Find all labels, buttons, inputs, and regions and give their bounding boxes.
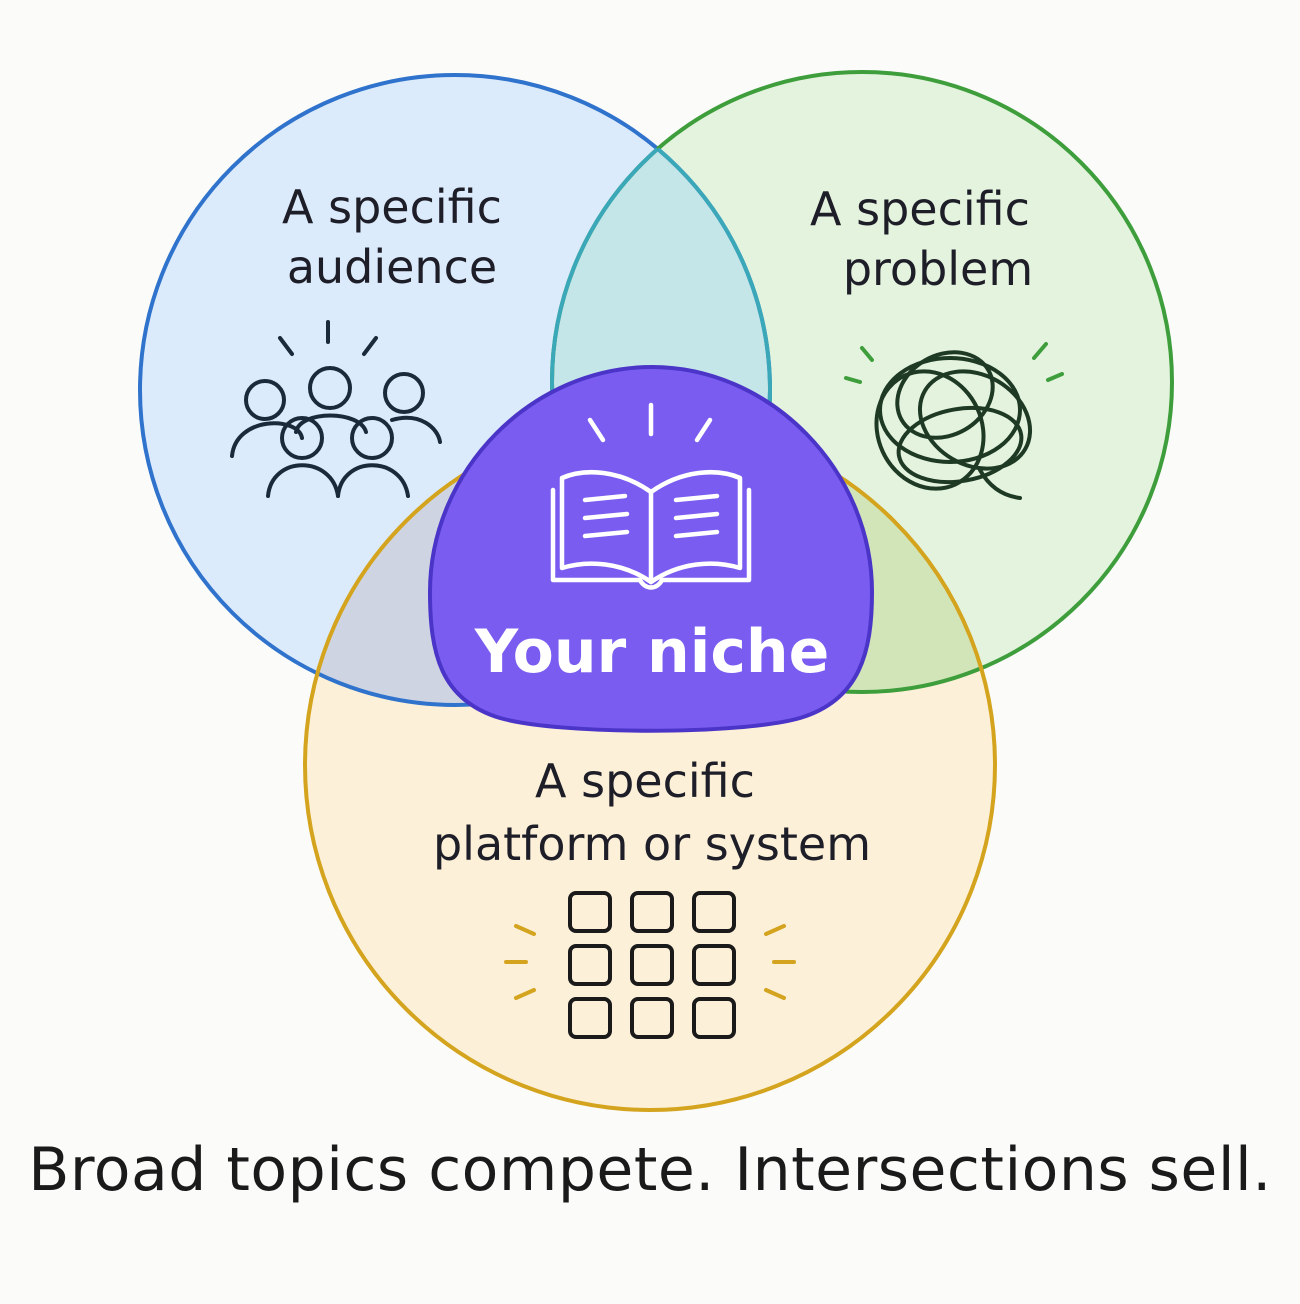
problem-label-line2: problem	[843, 242, 1033, 296]
people-group-icon	[230, 320, 442, 498]
platform-label-line2: platform or system	[433, 817, 871, 871]
open-book-icon	[550, 402, 752, 590]
platform-label-line1: A specific	[535, 754, 755, 808]
problem-label-line1: A specific	[810, 182, 1030, 236]
audience-label-line2: audience	[287, 240, 497, 294]
audience-label-line1: A specific	[282, 180, 502, 234]
app-grid-icon	[504, 891, 796, 1039]
tangled-knot-icon	[844, 342, 1064, 500]
niche-label: Your niche	[474, 617, 830, 687]
caption: Broad topics compete. Intersections sell…	[28, 1135, 1272, 1205]
